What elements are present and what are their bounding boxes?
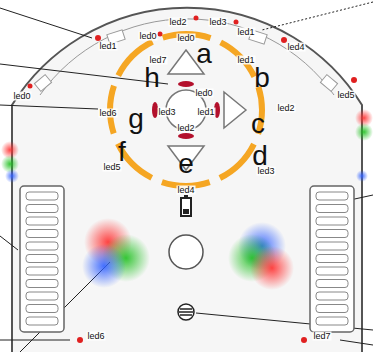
- led-label: led1: [196, 108, 215, 117]
- led-label: led3: [256, 167, 275, 176]
- led-label: led4: [176, 186, 195, 195]
- segment-letter: h: [144, 64, 160, 92]
- led-label: led2: [276, 104, 295, 113]
- led-label: led1: [236, 28, 255, 37]
- inner-rim: [40, 19, 334, 95]
- segment-letter: e: [178, 150, 194, 178]
- sensor-circle: [169, 235, 203, 269]
- led-label: led5: [102, 163, 121, 172]
- led-label: led2: [176, 124, 195, 133]
- wheels: [20, 186, 354, 332]
- rgb-led-right: [228, 222, 294, 290]
- led-label: led1: [236, 56, 255, 65]
- rgb-led-left: [82, 218, 150, 288]
- red-leds: [28, 16, 358, 344]
- segment-letter: c: [251, 110, 265, 138]
- led-label: led5: [336, 91, 355, 100]
- led-label: led1: [98, 42, 117, 51]
- speaker-icon: [178, 304, 194, 320]
- battery-icon: [181, 195, 191, 216]
- led-label: led3: [157, 108, 176, 117]
- robot-body: [12, 8, 362, 352]
- led-label: led4: [286, 43, 305, 52]
- led-label: led0: [194, 89, 213, 98]
- led-label: led3: [208, 18, 227, 27]
- led-ring: [110, 34, 262, 186]
- led-label: led6: [98, 109, 117, 118]
- led-label: led0: [176, 34, 195, 43]
- button-leds: [152, 81, 220, 139]
- led-label: led6: [86, 332, 105, 341]
- segment-letter: b: [254, 64, 270, 92]
- segment-letter: g: [128, 105, 144, 133]
- led-label: led7: [312, 332, 331, 341]
- led-label: led2: [168, 18, 187, 27]
- segment-letter: a: [196, 40, 212, 68]
- led-label: led0: [138, 32, 157, 41]
- led-label: led0: [12, 92, 31, 101]
